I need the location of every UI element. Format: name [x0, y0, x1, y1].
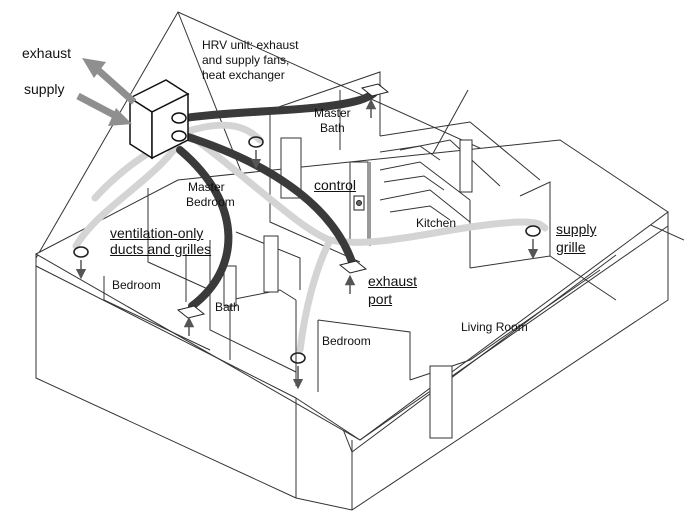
hrv-label-line1: HRV unit: exhaust — [202, 38, 299, 52]
master-bedroom-label-line1: Master — [188, 180, 225, 194]
exhaust-ports — [176, 83, 390, 319]
control-device — [353, 195, 365, 211]
house-walls — [34, 139, 669, 511]
bedroom-front-label: Bedroom — [322, 334, 371, 348]
supply-arrows — [75, 150, 539, 390]
ventilation-label-line2: ducts and grilles — [110, 241, 212, 257]
master-bath-label-line2: Bath — [320, 121, 345, 135]
supply-label: supply — [24, 81, 65, 97]
supply-grille-label-line1: supply — [556, 221, 597, 237]
master-bath-label-line1: Master — [314, 106, 351, 120]
hrv-label-line2: and supply fans, — [202, 53, 290, 67]
exhaust-port-label-line2: port — [368, 291, 393, 307]
outdoor-air-arrows — [76, 58, 137, 126]
exhaust-port-label-line1: exhaust — [368, 273, 418, 289]
exhaust-label: exhaust — [22, 45, 72, 61]
stairs — [379, 145, 451, 221]
supply-grille-label-line2: grille — [556, 239, 586, 255]
supply-grilles — [73, 136, 541, 364]
doors — [223, 137, 473, 439]
interior-walls — [103, 71, 617, 392]
hrv-label-line3: heat exchanger — [202, 68, 285, 82]
control-label: control — [314, 177, 357, 193]
living-room-label: Living Room — [461, 320, 528, 334]
kitchen-label: Kitchen — [416, 216, 457, 230]
bedroom-left-label: Bedroom — [112, 278, 161, 292]
master-bedroom-label-line2: Bedroom — [186, 195, 235, 209]
hrv-unit — [128, 79, 190, 160]
bath-label: Bath — [215, 300, 240, 314]
ventilation-label-line1: ventilation-only — [110, 225, 204, 241]
exhaust-arrows — [183, 98, 377, 336]
